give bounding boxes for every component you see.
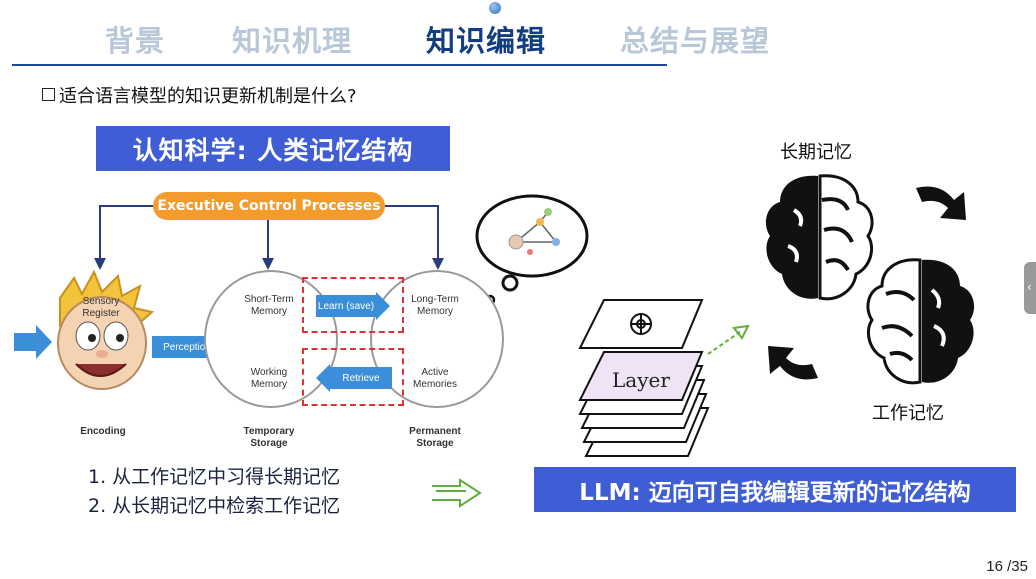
learn-arrow-head-icon [376, 292, 390, 320]
retrieve-arrow-label: Retrieve [330, 367, 392, 389]
retrieve-arrow-head-icon [316, 364, 330, 392]
permanent-storage-circle [370, 270, 504, 408]
temporary-storage-label: Temporary Storage [243, 426, 295, 449]
brain-working-icon [866, 258, 975, 385]
tab-summary-outlook[interactable]: 总结与展望 [620, 24, 771, 58]
long-term-memory-label: Long-Term Memory [411, 294, 459, 317]
curved-arrow-down-icon [916, 186, 966, 220]
page-current: 16 [986, 558, 1003, 575]
temporary-storage-circle [204, 270, 338, 408]
curved-arrow-up-icon [768, 346, 818, 380]
question-bullet: 适合语言模型的知识更新机制是什么? [42, 82, 357, 108]
learn-save-arrow-label: Learn (save) [316, 295, 376, 317]
executive-control-processes-label: Executive Control Processes [153, 192, 385, 220]
cartoon-head-icon [57, 269, 155, 390]
tab-background[interactable]: 背景 [105, 24, 166, 58]
encoding-label: Encoding [80, 426, 126, 437]
chevron-left-icon: ‹ [1027, 280, 1032, 294]
page-indicator: 16 /35 [986, 558, 1028, 575]
dashed-green-arrow-icon [707, 324, 750, 355]
cognitive-science-banner: 认知科学: 人类记忆结构 [96, 126, 450, 171]
memory-steps-list: 1. 从工作记忆中习得长期记忆 2. 从长期记忆中检索工作记忆 [88, 463, 340, 521]
llm-memory-banner: LLM: 迈向可自我编辑更新的记忆结构 [534, 467, 1016, 512]
permanent-storage-label: Permanent Storage [409, 426, 461, 449]
short-term-memory-label: Short-Term Memory [244, 294, 294, 317]
side-panel-handle[interactable]: ‹ [1024, 262, 1036, 314]
learn-highlight-box [302, 277, 404, 333]
tab-knowledge-mechanism[interactable]: 知识机理 [232, 24, 353, 58]
active-memories-label: Active Memories [413, 367, 457, 390]
tab-knowledge-editing[interactable]: 知识编辑 [426, 24, 547, 58]
retrieve-highlight-box [302, 348, 404, 406]
sensory-register-label: Sensory Register [82, 296, 120, 319]
page-total: /35 [1007, 558, 1028, 575]
long-term-memory-title: 长期记忆 [780, 142, 852, 163]
step-item: 2. 从长期记忆中检索工作记忆 [88, 495, 341, 517]
active-tab-indicator-dot [489, 2, 501, 14]
transition-arrow-icon [432, 478, 482, 508]
step-item: 1. 从工作记忆中习得长期记忆 [88, 466, 341, 488]
working-memory-label: Working Memory [250, 367, 288, 390]
working-memory-title: 工作记忆 [872, 403, 944, 424]
brain-long-term-icon [765, 174, 874, 301]
layer-label: Layer [612, 368, 670, 392]
question-text: 适合语言模型的知识更新机制是什么? [59, 86, 357, 107]
checkbox-bullet-icon [42, 88, 55, 101]
nav-divider [12, 64, 667, 66]
layer-stack-icon [578, 299, 710, 457]
